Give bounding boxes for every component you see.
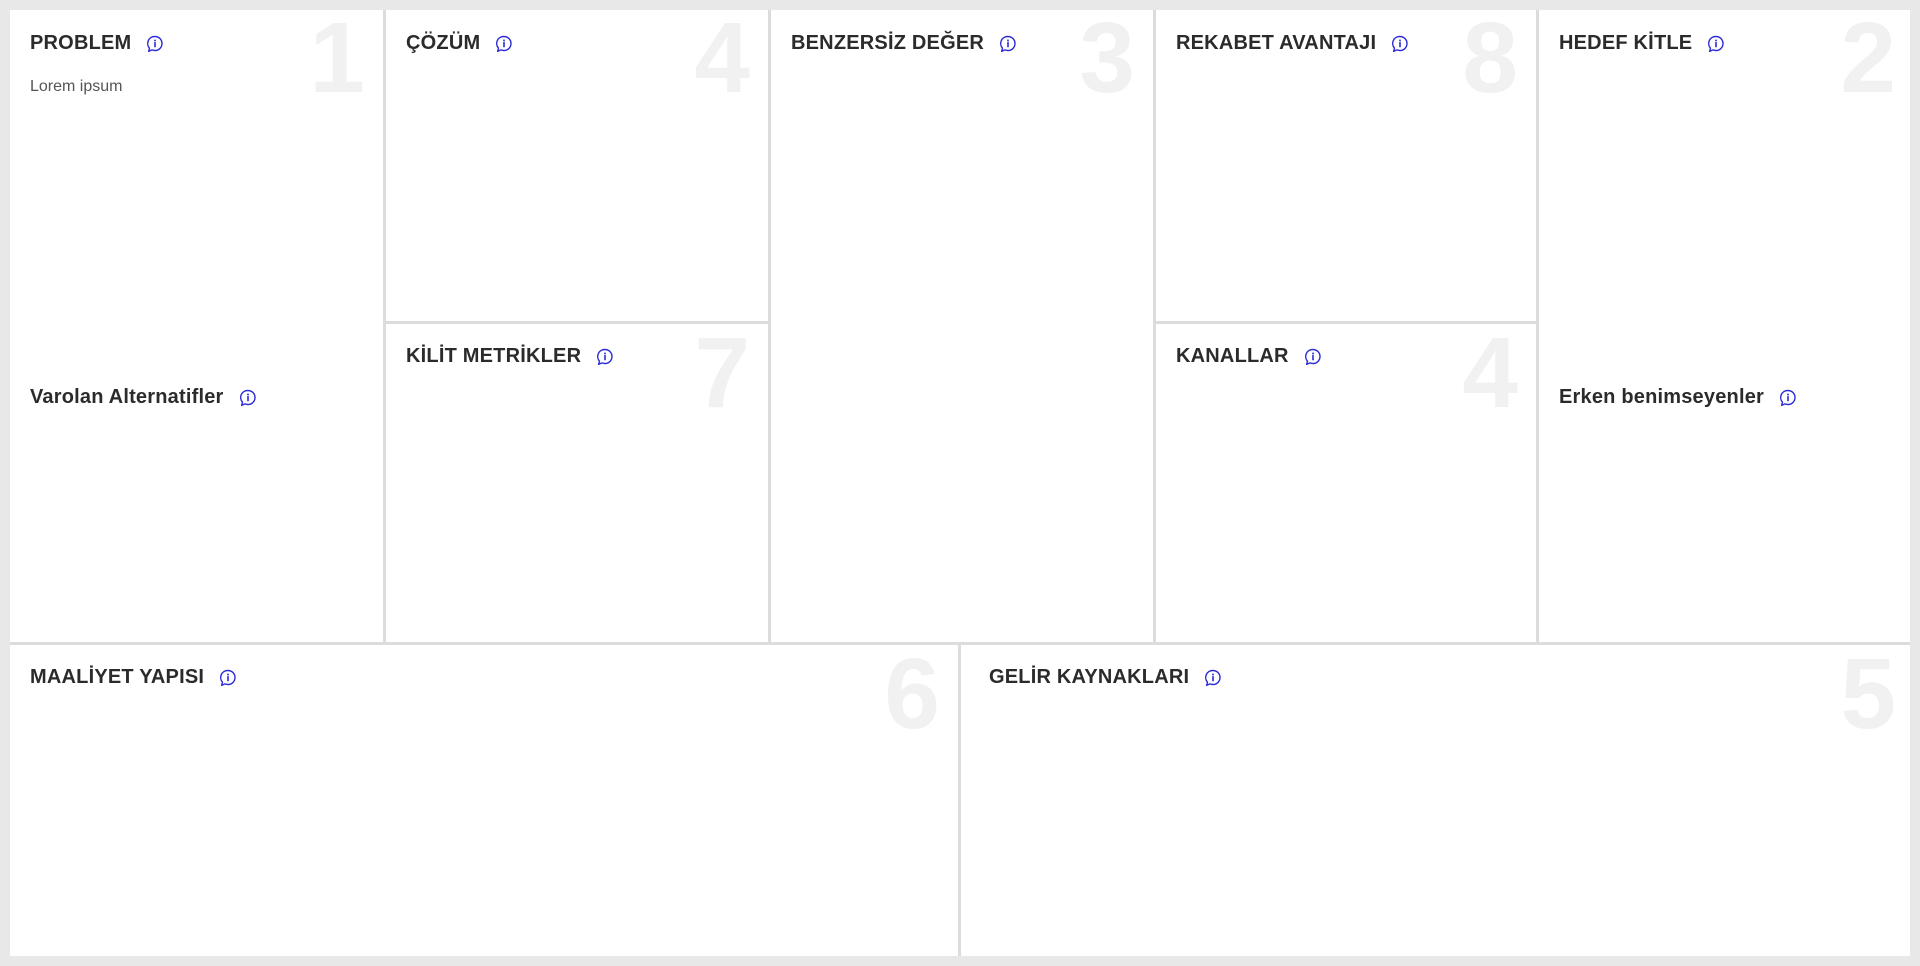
- cost-structure-cell[interactable]: 6 MAALİYET YAPISI: [10, 645, 958, 956]
- revenue-streams-title-label: GELİR KAYNAKLARI: [989, 666, 1190, 688]
- unfair-advantage-cell[interactable]: 8 REKABET AVANTAJI: [1156, 10, 1536, 321]
- unique-value-title-label: BENZERSİZ DEĞER: [791, 32, 985, 54]
- unfair-advantage-number: 8: [1462, 10, 1518, 114]
- unique-value-cell[interactable]: 3 BENZERSİZ DEĞER: [771, 10, 1153, 642]
- problem-number: 1: [309, 10, 365, 114]
- channels-cell[interactable]: 4 KANALLAR: [1156, 324, 1536, 642]
- existing-alternatives-label: Varolan Alternatifler: [30, 386, 224, 408]
- info-icon[interactable]: [238, 388, 258, 408]
- info-icon[interactable]: [145, 34, 165, 54]
- cost-structure-title-label: MAALİYET YAPISI: [30, 666, 205, 688]
- lean-canvas: 1 PROBLEM Lorem ipsum Varolan Alternatif…: [10, 10, 1910, 956]
- solution-cell[interactable]: 4 ÇÖZÜM: [386, 10, 768, 321]
- info-icon[interactable]: [1390, 34, 1410, 54]
- customer-segments-title: HEDEF KİTLE: [1559, 32, 1726, 55]
- solution-title-label: ÇÖZÜM: [406, 32, 481, 54]
- cost-structure-number: 6: [884, 645, 940, 750]
- problem-cell[interactable]: 1 PROBLEM Lorem ipsum Varolan Alternatif…: [10, 10, 383, 642]
- problem-note[interactable]: Lorem ipsum: [30, 78, 123, 95]
- info-icon[interactable]: [595, 347, 615, 367]
- key-metrics-number: 7: [694, 324, 750, 429]
- channels-number: 4: [1462, 324, 1518, 429]
- solution-number: 4: [694, 10, 750, 114]
- early-adopters-title: Erken benimseyenler: [1559, 386, 1798, 409]
- info-icon[interactable]: [494, 34, 514, 54]
- info-icon[interactable]: [1303, 347, 1323, 367]
- key-metrics-title-label: KİLİT METRİKLER: [406, 345, 582, 367]
- info-icon[interactable]: [218, 668, 238, 688]
- channels-title-label: KANALLAR: [1176, 345, 1289, 367]
- solution-title: ÇÖZÜM: [406, 32, 514, 55]
- key-metrics-title: KİLİT METRİKLER: [406, 345, 615, 368]
- revenue-streams-title: GELİR KAYNAKLARI: [989, 666, 1223, 689]
- problem-title-label: PROBLEM: [30, 32, 132, 54]
- revenue-streams-cell[interactable]: 5 GELİR KAYNAKLARI: [961, 645, 1910, 956]
- customer-segments-cell[interactable]: 2 HEDEF KİTLE Erken benimseyenler: [1539, 10, 1910, 642]
- info-icon[interactable]: [1203, 668, 1223, 688]
- info-icon[interactable]: [1778, 388, 1798, 408]
- unfair-advantage-title-label: REKABET AVANTAJI: [1176, 32, 1377, 54]
- early-adopters-label: Erken benimseyenler: [1559, 386, 1765, 408]
- info-icon[interactable]: [998, 34, 1018, 54]
- revenue-streams-number: 5: [1840, 645, 1896, 750]
- key-metrics-cell[interactable]: 7 KİLİT METRİKLER: [386, 324, 768, 642]
- unique-value-title: BENZERSİZ DEĞER: [791, 32, 1018, 55]
- problem-title: PROBLEM: [30, 32, 165, 55]
- customer-segments-title-label: HEDEF KİTLE: [1559, 32, 1693, 54]
- unfair-advantage-title: REKABET AVANTAJI: [1176, 32, 1410, 55]
- channels-title: KANALLAR: [1176, 345, 1323, 368]
- customer-segments-number: 2: [1840, 10, 1896, 114]
- existing-alternatives-title: Varolan Alternatifler: [30, 386, 258, 409]
- unique-value-number: 3: [1079, 10, 1135, 114]
- cost-structure-title: MAALİYET YAPISI: [30, 666, 238, 689]
- info-icon[interactable]: [1706, 34, 1726, 54]
